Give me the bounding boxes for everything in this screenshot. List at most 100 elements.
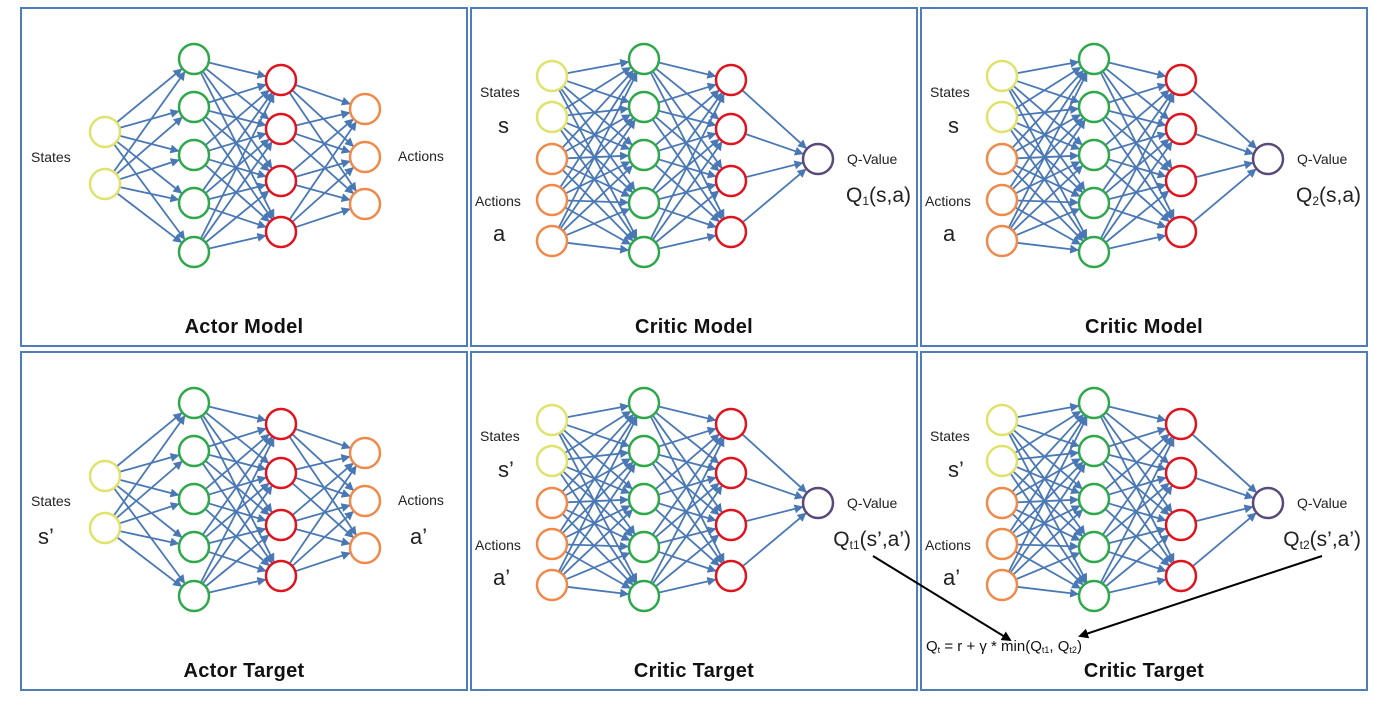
critic-network-graph [985,42,1285,269]
hidden1-node [627,186,661,220]
hidden2-node [714,164,748,198]
edge-arrow [295,184,351,203]
hidden1-node [177,138,211,172]
q-symbol-base: Q [1283,528,1300,551]
hidden1-node [177,482,211,516]
q-value-symbol: Q1(s,a) [846,184,911,208]
edge-arrow [1105,190,1170,244]
edge-arrow [1009,119,1086,230]
edge-arrow [201,436,273,536]
q-symbol-args: (s’,a’) [859,528,911,551]
hidden2-node [264,456,298,490]
edge-arrow [1191,89,1257,149]
edge-arrow [741,89,807,149]
hidden2-node [1164,63,1198,97]
edge-arrow [559,415,637,532]
edge-arrow [1016,585,1080,598]
edge-arrow [1015,164,1081,197]
q-value-symbol: Qt1(s’,a’) [833,528,911,552]
edge-arrow [566,58,630,75]
state-node [535,403,569,437]
edge-arrow [201,141,273,241]
edge-arrow [564,410,632,454]
hidden2-node [264,407,298,441]
edge-arrow [562,165,634,232]
edge-arrow [1012,429,1083,490]
state-node [535,100,569,134]
edge-arrow [566,541,629,551]
edge-arrow [1010,87,1086,191]
edge-arrow [1101,462,1173,564]
edge-arrow [1011,169,1084,242]
action-node [348,140,382,174]
edge-arrow [116,536,183,588]
panel-title: Critic Target [633,660,755,682]
edge-arrow [560,87,636,191]
edge-arrow [658,576,717,594]
edge-arrow [1009,463,1086,574]
edge-arrow [658,82,717,104]
edge-arrow [291,511,354,567]
edge-arrow [1108,82,1167,104]
edge-arrow [1099,93,1175,240]
connection-edges [112,405,357,594]
actor-network-graph [88,42,382,269]
hidden1-node [627,482,661,516]
edge-arrow [744,477,804,500]
hidden1-node [627,235,661,269]
edge-arrow [565,208,631,237]
edge-arrow [658,426,717,448]
critic-network-graph [535,386,835,613]
edge-arrow [1014,206,1081,245]
hidden2-node [264,112,298,146]
edge-arrow [564,206,631,245]
edge-arrow [559,71,637,188]
edge-arrow [291,482,354,538]
edge-arrow [1016,197,1079,207]
edge-arrow [115,116,183,175]
edge-arrow [1108,576,1167,594]
edge-arrow [562,126,634,193]
edge-arrow [291,118,354,172]
edge-arrow [1014,458,1081,497]
edge-arrow [201,92,273,192]
edge-arrow [116,68,183,124]
q-value-symbol: Qt2(s’,a’) [1283,528,1361,552]
q-symbol-args: (s,a) [869,184,911,207]
hidden1-node [627,42,661,76]
edge-arrow [557,416,638,573]
q-symbol-subscript: 1 [862,194,869,208]
formula-arg1-sub: t1 [1041,645,1050,655]
target-formula: Qt = r + γ * min(Qt1, Qt2) [926,638,1082,655]
connection-edges [112,61,357,250]
edge-arrow [294,476,351,498]
edge-arrow [651,70,723,169]
states-label: States [930,428,970,444]
edge-arrow [1108,426,1167,448]
hidden1-node [1077,138,1111,172]
edge-arrow [208,61,267,79]
action-node [535,142,569,176]
formula-lhs: Q [926,638,938,655]
action-node [348,484,382,518]
action-node [535,224,569,258]
hidden2-node [1164,164,1198,198]
actions-symbol: a [493,221,506,246]
panel-title: Actor Target [183,660,305,682]
edge-arrow [291,462,354,516]
edge-arrow [1012,470,1084,537]
states-label: States [480,84,520,100]
edge-arrow [561,513,634,586]
edge-arrow [1016,402,1080,419]
edge-arrow [1101,70,1173,169]
hidden2-node [714,559,748,593]
edge-arrow [566,241,630,254]
edge-arrow [205,190,270,244]
hidden1-node [627,138,661,172]
edge-arrow [119,453,180,473]
q-value-node [1251,486,1285,520]
edge-arrow [1011,117,1084,190]
edge-arrow [1104,89,1170,146]
edge-arrow [566,495,629,505]
